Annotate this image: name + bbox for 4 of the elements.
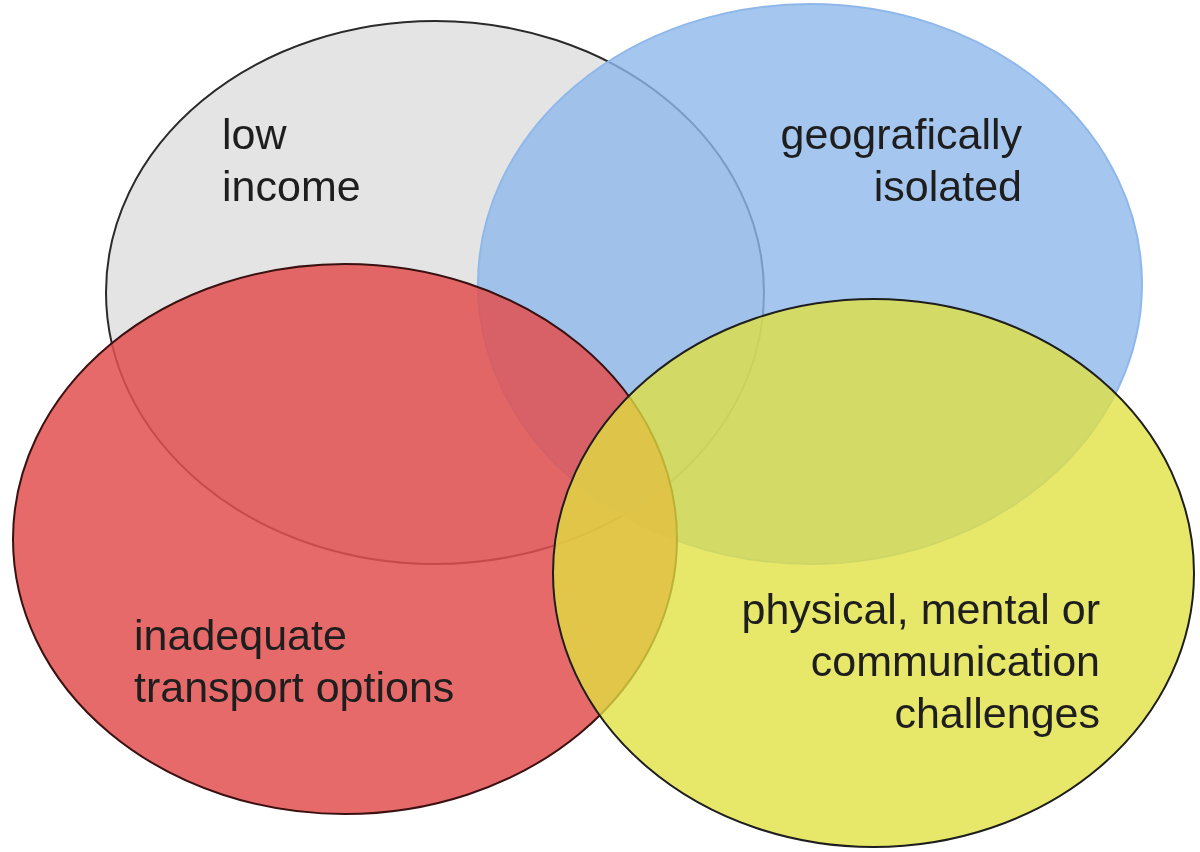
set-label: low income: [222, 109, 362, 212]
set-label: geografically isolated: [779, 109, 1022, 212]
set-label: inadequate transport options: [134, 610, 456, 713]
set-label: physical, mental or communication challenges: [740, 584, 1100, 739]
